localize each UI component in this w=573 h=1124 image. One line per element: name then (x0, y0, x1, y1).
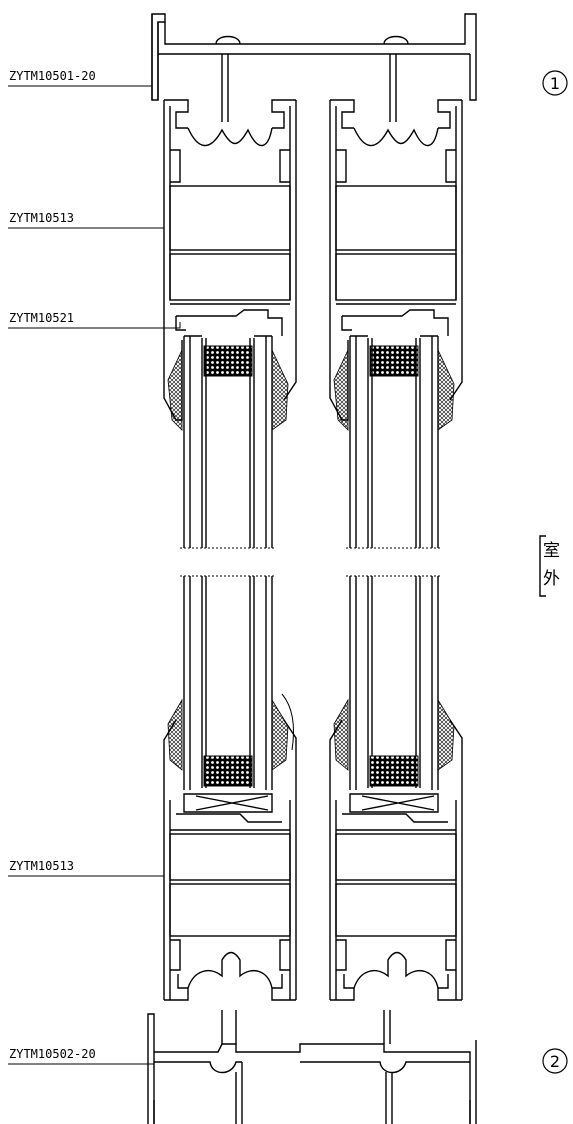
bottom-frame-profile (147, 1010, 477, 1124)
top-frame-profile (151, 13, 477, 122)
lower-sealant (167, 693, 455, 787)
glass-panes-lower (183, 576, 439, 790)
leader-bead (8, 322, 181, 329)
exterior-char-2: 外 (543, 569, 560, 589)
break-gap (180, 547, 442, 577)
marker-2: 2 (542, 1048, 568, 1074)
exterior-char-1: 室 (543, 541, 560, 561)
label-bead: ZYTM10521 (9, 311, 74, 325)
marker-2-number: 2 (550, 1052, 560, 1071)
marker-1-number: 1 (550, 74, 560, 93)
left-lower-sash (163, 719, 297, 1001)
left-upper-sash (163, 99, 297, 421)
marker-1: 1 (542, 70, 568, 96)
exterior-side-note: 室 外 (539, 535, 560, 597)
label-lower-sash: ZYTM10513 (9, 859, 74, 873)
glass-panes-upper (183, 335, 439, 548)
label-upper-sash: ZYTM10513 (9, 211, 74, 225)
upper-sealant (167, 345, 455, 431)
label-top-frame: ZYTM10501-20 (9, 69, 96, 83)
label-bottom-frame: ZYTM10502-20 (9, 1047, 96, 1061)
right-lower-sash (329, 719, 463, 1001)
